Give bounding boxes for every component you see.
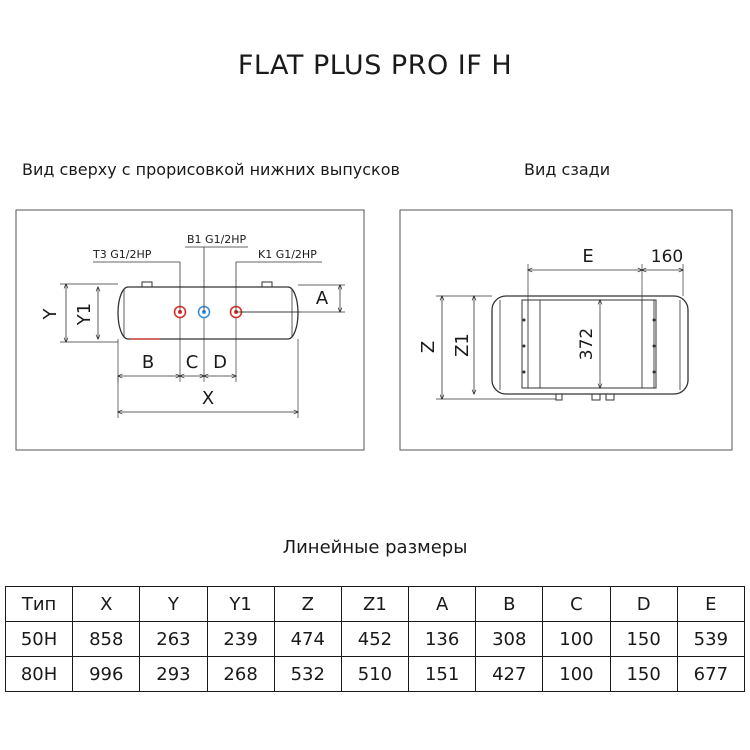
top-view-bracket-right — [261, 281, 273, 288]
dim-label-y: Y — [40, 308, 61, 321]
table-cell: 532 — [273, 656, 342, 692]
top-view-caption: Вид сверху с прорисовкой нижних выпусков — [22, 160, 400, 179]
dim-label-x: X — [202, 388, 214, 409]
table-cell: 996 — [72, 656, 141, 692]
dim-label-e: E — [582, 246, 593, 267]
diagram-title: FLAT PLUS PRO IF H — [237, 50, 513, 81]
dim-label-y1: Y1 — [74, 303, 95, 326]
dim-label-160: 160 — [651, 247, 683, 267]
table-cell: 150 — [609, 656, 678, 692]
table-cell: 268 — [206, 656, 275, 692]
pipe-label-k1: K1 G1/2HP — [258, 248, 317, 261]
table-cell: 100 — [542, 621, 611, 657]
table-cell: 427 — [475, 656, 544, 692]
table-header-cell: Z — [273, 586, 342, 622]
table-header-cell: C — [542, 586, 611, 622]
table-header-cell: A — [408, 586, 477, 622]
table-header-cell: Тип — [4, 586, 74, 622]
table-header-cell: Z1 — [340, 586, 410, 622]
pipe-label-t3: T3 G1/2HP — [92, 248, 152, 261]
back-view: E 160 372 Z Z1 — [399, 209, 733, 451]
top-view: T3 G1/2HP B1 G1/2HP K1 G1/2HP Y Y1 A B C… — [15, 209, 365, 451]
table-cell: 293 — [139, 656, 208, 692]
back-view-caption: Вид сзади — [524, 160, 611, 179]
table-cell: 263 — [139, 621, 208, 657]
pipe-label-b1: B1 G1/2HP — [187, 233, 247, 246]
table-cell: 539 — [676, 621, 746, 657]
top-view-bracket-left — [141, 281, 153, 288]
table-row: 80H 996 293 268 532 510 151 427 100 150 … — [4, 656, 746, 692]
table-cell: 50H — [4, 621, 74, 657]
table-header-cell: D — [609, 586, 678, 622]
table-header-row: Тип X Y Y1 Z Z1 A B C D E — [4, 586, 746, 622]
table-row: 50H 858 263 239 474 452 136 308 100 150 … — [4, 621, 746, 657]
table-cell: 474 — [273, 621, 342, 657]
top-view-tank — [117, 286, 299, 340]
table-cell: 308 — [475, 621, 544, 657]
table-cell: 100 — [542, 656, 611, 692]
dim-label-c: C — [186, 352, 199, 373]
table-cell: 150 — [609, 621, 678, 657]
dim-label-b: B — [142, 352, 154, 373]
table-cell: 510 — [340, 656, 410, 692]
dim-label-372: 372 — [577, 328, 597, 360]
dim-label-z: Z — [418, 341, 439, 353]
table-header-cell: X — [72, 586, 141, 622]
back-view-frame — [399, 209, 733, 451]
table-cell: 80H — [4, 656, 74, 692]
dimensions-caption: Линейные размеры — [282, 537, 468, 558]
dimensions-table: Тип X Y Y1 Z Z1 A B C D E 50H 858 263 23… — [4, 586, 746, 692]
top-view-frame — [15, 209, 365, 451]
table-cell: 858 — [72, 621, 141, 657]
table-cell: 136 — [408, 621, 477, 657]
table-header-cell: B — [475, 586, 544, 622]
table-header-cell: Y1 — [206, 586, 275, 622]
table-header-cell: E — [676, 586, 746, 622]
table-cell: 452 — [340, 621, 410, 657]
table-cell: 677 — [676, 656, 746, 692]
dim-label-z1: Z1 — [452, 333, 473, 357]
dim-label-d: D — [213, 352, 227, 373]
back-view-tank — [491, 295, 689, 395]
dim-label-a: A — [316, 288, 329, 309]
table-cell: 239 — [206, 621, 275, 657]
table-cell: 151 — [408, 656, 477, 692]
mounting-frame — [521, 299, 657, 389]
table-header-cell: Y — [139, 586, 208, 622]
